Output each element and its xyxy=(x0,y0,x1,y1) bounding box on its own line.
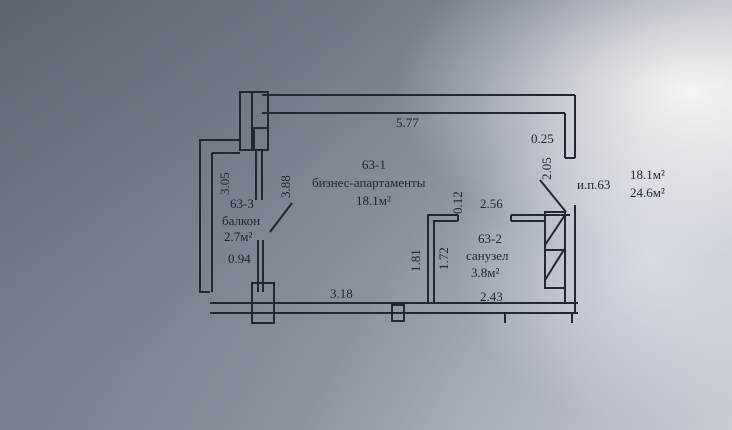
dim-right-top: 0.25 xyxy=(531,131,554,146)
room-bath-id: 63-2 xyxy=(478,231,502,246)
dim-bath-offset: 0.12 xyxy=(450,191,465,214)
bath-wall-left xyxy=(427,214,458,303)
left-column-lower xyxy=(253,127,269,151)
room-bath-name: санузел xyxy=(466,248,509,263)
dim-bottom-left: 3.18 xyxy=(330,286,353,301)
dim-balcony-window: 0.94 xyxy=(228,251,251,266)
room-balcony-name: балкон xyxy=(222,213,261,228)
total-area: 24.6м² xyxy=(630,185,665,200)
dim-bath-wall-left: 1.81 xyxy=(408,249,423,272)
bottom-column-mid xyxy=(391,304,405,322)
unit-label: и.п.63 xyxy=(577,177,611,192)
room-main-area: 18.1м² xyxy=(356,193,391,208)
bath-wall-left-inner xyxy=(433,220,458,303)
balcony-outline xyxy=(199,139,240,293)
room-bath-area: 3.8м² xyxy=(471,265,500,280)
room-main-id: 63-1 xyxy=(362,157,386,172)
dim-bath-width: 2.56 xyxy=(480,196,503,211)
right-leader xyxy=(539,179,567,213)
leader-line xyxy=(269,202,293,233)
dim-balcony-height: 3.05 xyxy=(217,172,232,195)
dim-room-height: 3.88 xyxy=(278,175,293,198)
dim-right-vertical: 2.05 xyxy=(539,157,554,180)
room-balcony-id: 63-3 xyxy=(230,196,254,211)
dim-bottom-right: 2.43 xyxy=(480,289,503,304)
dim-top-length: 5.77 xyxy=(396,115,419,130)
room-balcony-area: 2.7м² xyxy=(224,229,253,244)
dim-bath-wall-inner: 1.72 xyxy=(436,247,451,270)
fixture-diagonal-2 xyxy=(544,247,566,281)
room-main-name: бизнес-апартаменты xyxy=(312,175,426,190)
fixture-diagonal-1 xyxy=(544,214,566,246)
bottom-column-left xyxy=(251,282,275,324)
living-area: 18.1м² xyxy=(630,167,665,182)
